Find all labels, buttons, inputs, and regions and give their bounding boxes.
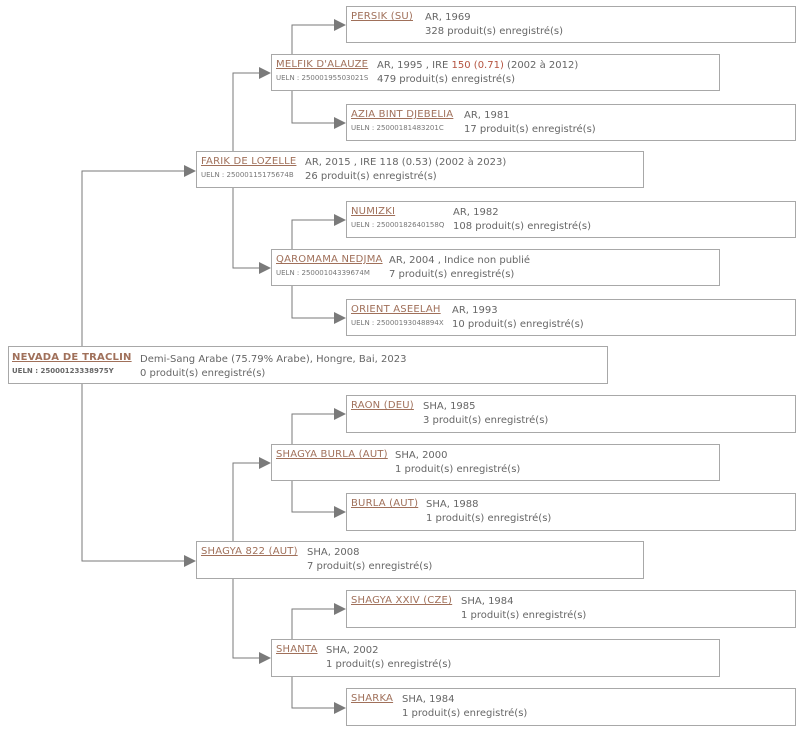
- ueln-label: UELN : 25000181483201C: [351, 124, 444, 132]
- horse-info: AR, 1995 , IRE 150 (0.71) (2002 à 2012) …: [377, 59, 578, 87]
- horse-info: Demi-Sang Arabe (75.79% Arabe), Hongre, …: [140, 353, 406, 381]
- ueln-label: UELN : 25000123338975Y: [12, 367, 114, 375]
- horse-name-link[interactable]: QAROMAMA NEDJMA: [276, 254, 383, 265]
- horse-name-link[interactable]: SHARKA: [351, 693, 394, 704]
- horse-info: SHA, 1984 1 produit(s) enregistré(s): [461, 595, 586, 623]
- horse-products-count: 3 produit(s) enregistré(s): [423, 415, 549, 426]
- horse-name-link[interactable]: SHAGYA XXIV (CZE): [351, 595, 453, 606]
- horse-products-count: 1 produit(s) enregistré(s): [395, 464, 521, 475]
- horse-info: SHA, 2008 7 produit(s) enregistré(s): [307, 546, 432, 574]
- ueln-label: UELN : 25000115175674B: [201, 171, 294, 179]
- horse-description: AR, 1995 , IRE 150 (0.71) (2002 à 2012): [377, 60, 579, 71]
- pedigree-card-sire-dam: QAROMAMA NEDJMA UELN : 25000104339674M A…: [271, 249, 720, 286]
- ueln-label: UELN : 25000193048894X: [351, 319, 444, 327]
- horse-name-link[interactable]: NEVADA DE TRACLIN: [12, 352, 132, 363]
- horse-products-count: 108 produit(s) enregistré(s): [453, 221, 592, 232]
- horse-description: AR, 1969: [425, 12, 471, 23]
- horse-products-count: 1 produit(s) enregistré(s): [461, 610, 587, 621]
- horse-products-count: 26 produit(s) enregistré(s): [305, 171, 437, 182]
- pedigree-card-dam-dam-sire: SHAGYA XXIV (CZE) SHA, 1984 1 produit(s)…: [346, 590, 796, 628]
- horse-products-count: 7 produit(s) enregistré(s): [307, 561, 433, 572]
- horse-name-link[interactable]: FARIK DE LOZELLE: [201, 156, 297, 167]
- horse-products-count: 0 produit(s) enregistré(s): [140, 368, 266, 379]
- pedigree-card-sire-sire-sire: PERSIK (SU) AR, 1969 328 produit(s) enre…: [346, 6, 796, 43]
- horse-name-link[interactable]: AZIA BINT DJEBELIA: [351, 109, 454, 120]
- pedigree-card-sire-dam-dam: ORIENT ASEELAH UELN : 25000193048894X AR…: [346, 299, 796, 336]
- horse-name-link[interactable]: ORIENT ASEELAH: [351, 304, 441, 315]
- horse-info: SHA, 2000 1 produit(s) enregistré(s): [395, 449, 520, 477]
- horse-description: AR, 1981: [464, 110, 510, 121]
- pedigree-card-dam-sire-sire: RAON (DEU) SHA, 1985 3 produit(s) enregi…: [346, 395, 796, 433]
- horse-info: AR, 1993 10 produit(s) enregistré(s): [452, 304, 584, 332]
- horse-name-link[interactable]: SHAGYA BURLA (AUT): [276, 449, 388, 460]
- horse-name-link[interactable]: SHAGYA 822 (AUT): [201, 546, 298, 557]
- horse-info: AR, 1981 17 produit(s) enregistré(s): [464, 109, 596, 137]
- horse-products-count: 1 produit(s) enregistré(s): [426, 513, 552, 524]
- pedigree-card-dam: SHAGYA 822 (AUT) SHA, 2008 7 produit(s) …: [196, 541, 644, 579]
- ueln-label: UELN : 25000195503021S: [276, 74, 369, 82]
- pedigree-card-sire: FARIK DE LOZELLE UELN : 25000115175674B …: [196, 151, 644, 188]
- pedigree-card-sire-sire: MELFIK D'ALAUZE UELN : 25000195503021S A…: [271, 54, 720, 91]
- pedigree-card-sire-dam-sire: NUMIZKI UELN : 25000182640158Q AR, 1982 …: [346, 201, 796, 238]
- horse-name-link[interactable]: MELFIK D'ALAUZE: [276, 59, 369, 70]
- pedigree-card-dam-dam-dam: SHARKA SHA, 1984 1 produit(s) enregistré…: [346, 688, 796, 726]
- horse-name-link[interactable]: BURLA (AUT): [351, 498, 419, 509]
- horse-name-link[interactable]: NUMIZKI: [351, 206, 396, 217]
- horse-info: AR, 2004 , Indice non publié 7 produit(s…: [389, 254, 530, 282]
- horse-products-count: 328 produit(s) enregistré(s): [425, 26, 564, 37]
- horse-description: SHA, 1984: [461, 596, 514, 607]
- horse-description: SHA, 1988: [426, 499, 479, 510]
- ire-index: 150 (0.71): [451, 60, 504, 71]
- horse-description: AR, 2004 , Indice non publié: [389, 255, 531, 266]
- horse-info: SHA, 1985 3 produit(s) enregistré(s): [423, 400, 548, 428]
- horse-products-count: 479 produit(s) enregistré(s): [377, 74, 516, 85]
- pedigree-card-dam-sire-dam: BURLA (AUT) SHA, 1988 1 produit(s) enreg…: [346, 493, 796, 531]
- horse-name-link[interactable]: SHANTA: [276, 644, 318, 655]
- pedigree-card-sire-sire-dam: AZIA BINT DJEBELIA UELN : 25000181483201…: [346, 104, 796, 141]
- ueln-label: UELN : 25000182640158Q: [351, 221, 445, 229]
- horse-info: AR, 1969 328 produit(s) enregistré(s): [425, 11, 563, 39]
- horse-products-count: 1 produit(s) enregistré(s): [326, 659, 452, 670]
- horse-description: SHA, 1984: [402, 694, 455, 705]
- horse-info: SHA, 1984 1 produit(s) enregistré(s): [402, 693, 527, 721]
- horse-description: SHA, 2000: [395, 450, 448, 461]
- horse-info: AR, 2015 , IRE 118 (0.53) (2002 à 2023) …: [305, 156, 506, 184]
- horse-products-count: 10 produit(s) enregistré(s): [452, 319, 584, 330]
- horse-description: AR, 1993: [452, 305, 498, 316]
- horse-description: SHA, 2002: [326, 645, 379, 656]
- horse-description: AR, 1982: [453, 207, 499, 218]
- horse-name-link[interactable]: PERSIK (SU): [351, 11, 413, 22]
- pedigree-card-dam-sire: SHAGYA BURLA (AUT) SHA, 2000 1 produit(s…: [271, 444, 720, 481]
- pedigree-card-root: NEVADA DE TRACLIN UELN : 25000123338975Y…: [8, 346, 608, 384]
- horse-info: SHA, 1988 1 produit(s) enregistré(s): [426, 498, 551, 526]
- horse-products-count: 17 produit(s) enregistré(s): [464, 124, 596, 135]
- horse-info: AR, 1982 108 produit(s) enregistré(s): [453, 206, 591, 234]
- horse-description: AR, 2015 , IRE 118 (0.53) (2002 à 2023): [305, 157, 507, 168]
- horse-description: Demi-Sang Arabe (75.79% Arabe), Hongre, …: [140, 354, 407, 365]
- horse-description: SHA, 1985: [423, 401, 476, 412]
- horse-info: SHA, 2002 1 produit(s) enregistré(s): [326, 644, 451, 672]
- horse-description: SHA, 2008: [307, 547, 360, 558]
- ueln-label: UELN : 25000104339674M: [276, 269, 370, 277]
- horse-products-count: 1 produit(s) enregistré(s): [402, 708, 528, 719]
- horse-name-link[interactable]: RAON (DEU): [351, 400, 414, 411]
- horse-products-count: 7 produit(s) enregistré(s): [389, 269, 515, 280]
- pedigree-card-dam-dam: SHANTA SHA, 2002 1 produit(s) enregistré…: [271, 639, 720, 677]
